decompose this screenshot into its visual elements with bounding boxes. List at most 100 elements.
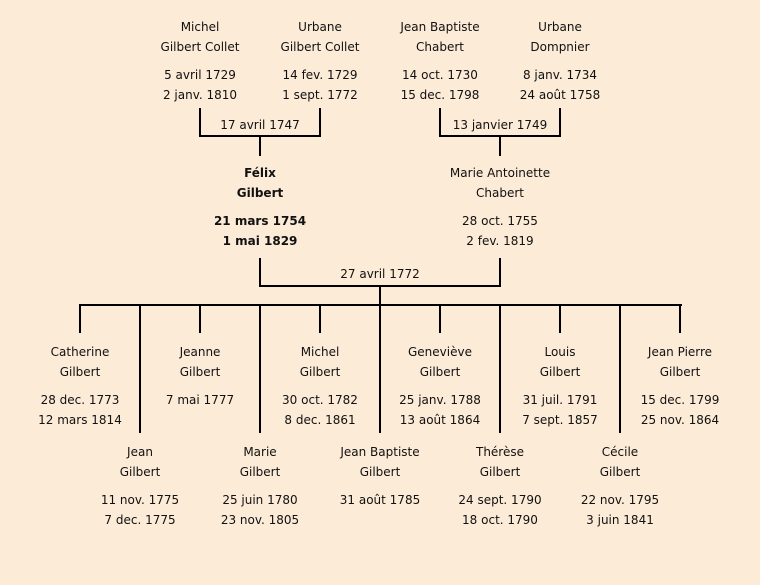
death-date: 1 mai 1829 [222,234,298,248]
first-name: Marie [243,445,277,459]
first-name: Louis [544,345,576,359]
last-name: Gilbert [479,465,521,479]
connector [559,108,561,137]
connector [319,304,321,333]
connector [439,108,441,137]
death-date: 23 nov. 1805 [220,513,300,527]
birth-date: 31 juil. 1791 [522,393,598,407]
birth-date: 21 mars 1754 [213,214,307,228]
birth-date: 15 dec. 1799 [640,393,720,407]
connector [499,258,501,287]
birth-date: 5 avril 1729 [164,68,236,82]
last-name: Gilbert [236,186,284,200]
birth-date: 25 janv. 1788 [399,393,481,407]
marriage-date-parents: 27 avril 1772 [340,267,420,281]
first-name: Michel [180,20,220,34]
connector [559,304,561,333]
death-date: 13 août 1864 [399,413,481,427]
connector [319,108,321,137]
last-name: Gilbert [119,465,161,479]
death-date: 25 nov. 1864 [640,413,720,427]
death-date: 7 sept. 1857 [522,413,598,427]
birth-date: 7 mai 1777 [165,393,235,407]
death-date: 8 dec. 1861 [284,413,356,427]
first-name: Jeanne [179,345,221,359]
birth-date: 8 janv. 1734 [522,68,598,82]
first-name: Félix [244,166,276,180]
birth-date: 28 dec. 1773 [40,393,120,407]
last-name: Gilbert [419,365,461,379]
birth-date: 31 août 1785 [339,493,421,507]
last-name: Gilbert [599,465,641,479]
connector [79,304,81,333]
first-name: Urbane [538,20,582,34]
first-name: Cécile [601,445,639,459]
connector [679,304,681,333]
connector [619,304,621,433]
connector [199,304,201,333]
death-date: 2 fev. 1819 [466,234,534,248]
first-name: Catherine [50,345,110,359]
birth-date: 25 juin 1780 [222,493,298,507]
last-name: Gilbert [179,365,221,379]
last-name: Gilbert [239,465,281,479]
first-name: Thérèse [475,445,524,459]
death-date: 7 dec. 1775 [104,513,176,527]
birth-date: 30 oct. 1782 [282,393,358,407]
birth-date: 28 oct. 1755 [462,214,538,228]
death-date: 3 juin 1841 [586,513,654,527]
connector [139,304,141,433]
last-name: Dompnier [530,40,590,54]
first-name: Marie Antoinette [449,166,551,180]
marriage-date-chabert: 13 janvier 1749 [452,118,548,132]
death-date: 18 oct. 1790 [462,513,538,527]
connector [259,135,261,156]
first-name: Michel [300,345,340,359]
last-name: Gilbert [59,365,101,379]
first-name: Jean Baptiste [400,20,480,34]
connector [499,304,501,433]
last-name: Gilbert [299,365,341,379]
last-name: Chabert [476,186,524,200]
birth-date: 14 oct. 1730 [402,68,478,82]
connector [499,135,501,156]
first-name: Jean Pierre [647,345,713,359]
connector [259,258,261,287]
connector [379,304,381,433]
death-date: 1 sept. 1772 [282,88,358,102]
first-name: Jean [127,445,153,459]
marriage-date-gilbert: 17 avril 1747 [220,118,300,132]
connector [379,285,381,306]
death-date: 15 dec. 1798 [400,88,480,102]
last-name: Chabert [416,40,464,54]
connector [199,108,201,137]
birth-date: 22 nov. 1795 [580,493,660,507]
first-name: Geneviève [408,345,472,359]
birth-date: 24 sept. 1790 [458,493,542,507]
connector [439,304,441,333]
last-name: Gilbert [359,465,401,479]
last-name: Gilbert Collet [280,40,360,54]
birth-date: 14 fev. 1729 [282,68,358,82]
last-name: Gilbert Collet [160,40,240,54]
death-date: 2 janv. 1810 [162,88,238,102]
last-name: Gilbert [539,365,581,379]
death-date: 12 mars 1814 [38,413,122,427]
last-name: Gilbert [659,365,701,379]
connector [259,304,261,433]
